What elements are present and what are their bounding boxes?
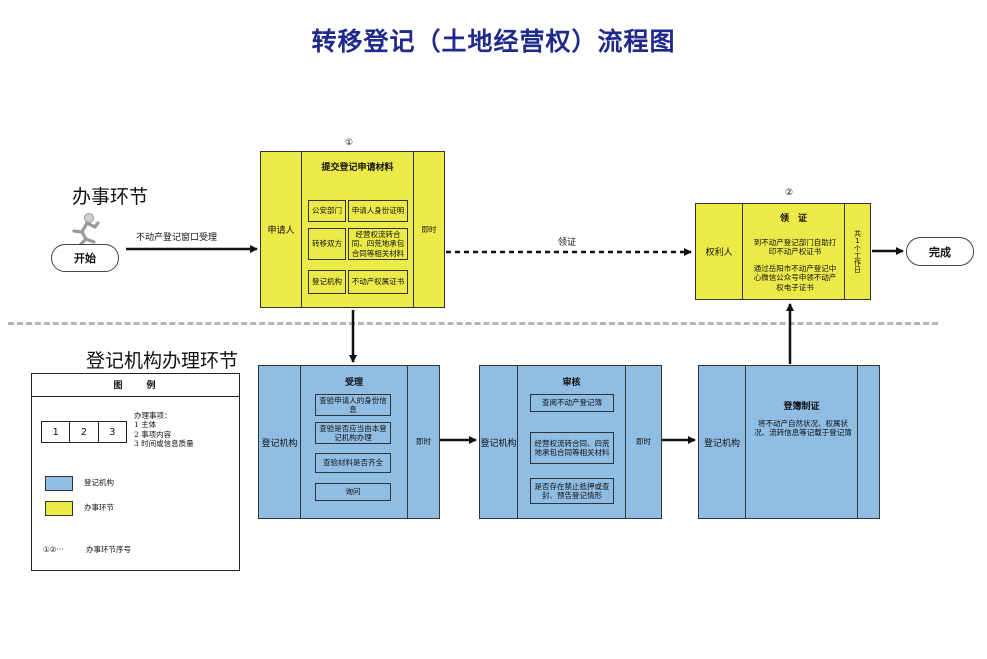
legend-note-3: 3 时间或信息质量 bbox=[134, 439, 194, 449]
review-item-3: 是否存在禁止抵押或查封、预告登记情形 bbox=[530, 478, 614, 504]
collect-arrow-label: 领证 bbox=[558, 238, 577, 248]
accept-time: 即时 bbox=[407, 366, 439, 518]
legend-cell-3: 3 bbox=[109, 426, 116, 438]
accept-item-4: 询问 bbox=[315, 483, 391, 501]
start-arrow-label: 不动产登记窗口受理 bbox=[136, 233, 218, 243]
legend-note-2: 2 事项内容 bbox=[134, 429, 172, 439]
runner-icon bbox=[72, 213, 100, 246]
collect-time: 共1个工作日 bbox=[853, 230, 862, 273]
collect-subject: 权利人 bbox=[696, 204, 743, 299]
accept-box: 登记机构 即时 受理 查验申请人的身份信息 查验是否应当由本登记机构办理 查验材… bbox=[258, 365, 440, 519]
legend-title: 图 例 bbox=[113, 381, 158, 391]
legend-cells: 1 2 3 bbox=[41, 421, 127, 443]
review-title: 审核 bbox=[562, 378, 581, 388]
submit-row3-right: 不动产权属证书 bbox=[348, 270, 408, 294]
step2-number: ② bbox=[785, 188, 794, 198]
accept-item-1: 查验申请人的身份信息 bbox=[315, 394, 391, 416]
legend-blue-label: 登记机构 bbox=[84, 478, 114, 487]
legend-box: 图 例 1 2 3 办理事项： 1 主体 2 事项内容 3 时间或信息质量 登记… bbox=[31, 373, 240, 571]
submit-application-box: 申请人 即时 提交登记申请材料 公安部门 申请人身份证明 转移双方 经营权流转合… bbox=[260, 151, 445, 308]
accept-item-2: 查验是否应当由本登记机构办理 bbox=[315, 422, 391, 444]
submit-row2-left: 转移双方 bbox=[308, 228, 346, 260]
review-item-1: 查阅不动产登记簿 bbox=[530, 394, 614, 412]
legend-seq-symbol: ①②··· bbox=[43, 545, 64, 554]
review-time: 即时 bbox=[625, 366, 661, 518]
legend-seq-label: 办事环节序号 bbox=[86, 545, 131, 554]
record-subject: 登记机构 bbox=[699, 366, 746, 518]
step1-number: ① bbox=[345, 138, 354, 148]
legend-yellow-swatch bbox=[45, 501, 73, 516]
submit-title: 提交登记申请材料 bbox=[321, 163, 394, 173]
submit-time: 即时 bbox=[413, 152, 444, 307]
legend-yellow-label: 办事环节 bbox=[84, 503, 114, 512]
accept-title: 受理 bbox=[344, 378, 363, 388]
accept-item-3: 查验材料是否齐全 bbox=[315, 453, 391, 473]
legend-cell-2: 2 bbox=[70, 422, 99, 442]
legend-notes-title: 办理事项： bbox=[134, 411, 172, 420]
start-terminal: 开始 bbox=[51, 244, 119, 272]
submit-row1-left: 公安部门 bbox=[308, 200, 346, 222]
page-title: 转移登记（土地经营权）流程图 bbox=[311, 27, 676, 56]
collect-text2: 通过岳阳市不动产登记中心微信公众号申领不动产权电子证书 bbox=[753, 264, 837, 292]
review-subject: 登记机构 bbox=[480, 366, 518, 518]
legend-separator bbox=[32, 396, 239, 397]
finish-terminal: 完成 bbox=[906, 237, 974, 266]
submit-row3-left: 登记机构 bbox=[308, 270, 346, 294]
review-item-2: 经营权流转合同、四荒地承包合同等相关材料 bbox=[530, 432, 614, 464]
record-text: 将不动产自然状况、权属状况、流转信息等记载于登记簿 bbox=[754, 419, 852, 438]
legend-notes: 办理事项： 1 主体 2 事项内容 3 时间或信息质量 bbox=[134, 411, 194, 449]
collect-title: 领 证 bbox=[779, 214, 807, 224]
submit-row1-right: 申请人身份证明 bbox=[348, 200, 408, 222]
legend-cell-1: 1 bbox=[42, 422, 71, 442]
submit-subject: 申请人 bbox=[261, 152, 302, 307]
record-box: 登记机构 登簿制证 将不动产自然状况、权属状况、流转信息等记载于登记簿 bbox=[698, 365, 880, 519]
collect-certificate-box: 权利人 共1个工作日 领 证 到不动产登记部门自助打印不动产权证书 通过岳阳市不… bbox=[695, 203, 871, 300]
record-title: 登簿制证 bbox=[783, 402, 820, 412]
section-label-applicant: 办事环节 bbox=[72, 186, 149, 208]
section-label-registry: 登记机构办理环节 bbox=[86, 350, 239, 372]
legend-blue-swatch bbox=[45, 476, 73, 491]
submit-row2-right: 经营权流转合同、四荒地承包合同等相关材料 bbox=[348, 228, 408, 260]
accept-subject: 登记机构 bbox=[259, 366, 301, 518]
legend-note-1: 1 主体 bbox=[134, 420, 157, 430]
review-box: 登记机构 即时 审核 查阅不动产登记簿 经营权流转合同、四荒地承包合同等相关材料… bbox=[479, 365, 662, 519]
section-divider bbox=[8, 322, 938, 325]
collect-text1: 到不动产登记部门自助打印不动产权证书 bbox=[753, 238, 837, 257]
